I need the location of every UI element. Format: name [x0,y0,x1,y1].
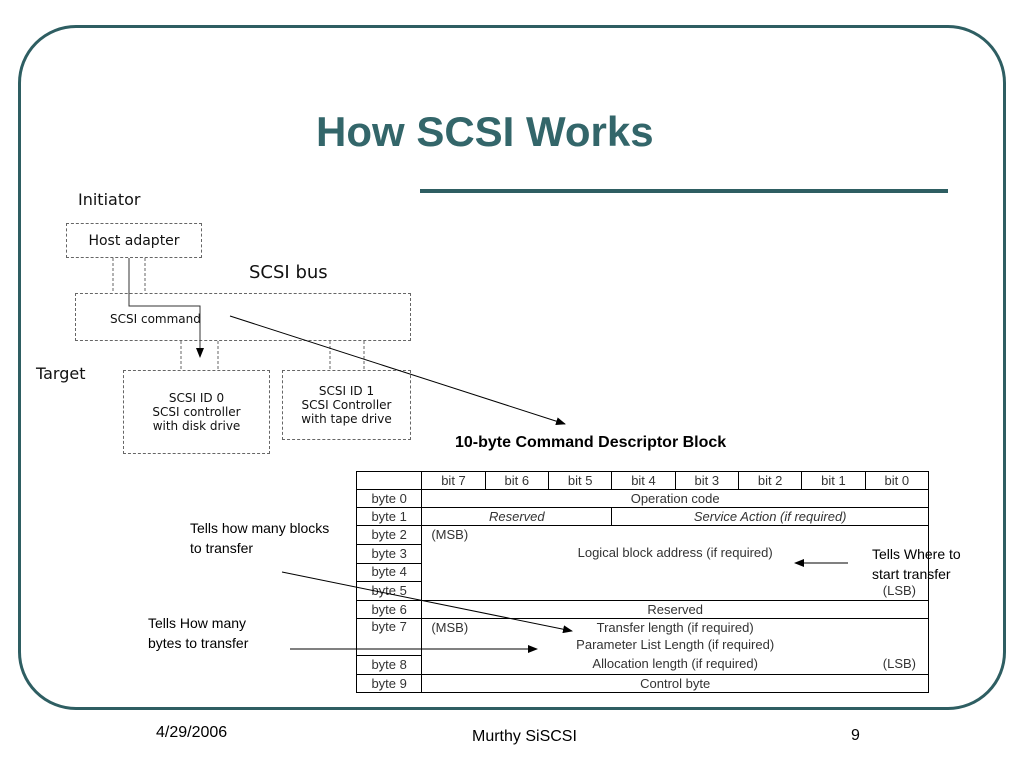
byte-label: byte 5 [355,581,423,601]
cdb-pointer-arrow [229,315,566,426]
note-blocks-line-1: Tells how many blocks [190,520,330,536]
note-bytes-line-1: Tells How many [148,615,247,631]
bit-header: bit 0 [864,471,930,490]
cdb-title: 10-byte Command Descriptor Block [455,434,727,451]
cdb-row-byte-4: byte 4 [355,562,929,583]
note-where: Tells Where to start transfer [872,544,961,584]
cdb-header-row: bit 7 bit 6 bit 5 bit 4 bit 3 bit 2 bit … [355,471,930,490]
allocation-length-label: Allocation length (if required) [592,656,758,671]
note-blocks-line-2: to transfer [190,540,254,556]
cdb-row-byte-0: byte 0 Operation code [355,489,929,508]
target-1-line-1: SCSI ID 1 [318,384,375,398]
footer-date: 4/29/2006 [156,724,228,741]
initiator-label: Initiator [78,190,141,209]
note-blocks: Tells how many blocks to transfer [190,518,329,558]
target-1-connector [329,341,365,370]
reserved-italic-cell: Reserved [421,507,613,526]
target-0-box: SCSI ID 0 SCSI controller with disk driv… [123,370,270,454]
note-where-line-2: start transfer [872,566,951,582]
slide-title: How SCSI Works [316,108,654,155]
length-msb: (MSB) [431,620,469,635]
note-bytes: Tells How many bytes to transfer [148,613,248,653]
length-lsb: (LSB) [882,656,916,671]
note-bytes-line-2: bytes to transfer [148,635,249,651]
host-adapter-box: Host adapter [66,223,202,258]
target-0-line-3: with disk drive [152,419,241,433]
blocks-arrow [281,571,573,634]
lba-lsb: (LSB) [882,583,916,598]
footer-page-number: 9 [851,727,860,744]
cdb-row-byte-5: byte 5 [355,581,929,601]
byte-label: byte 9 [355,674,423,693]
bit-header: bit 6 [484,471,549,490]
scsi-bus-label: SCSI bus [249,262,328,283]
byte-label: byte 7 [355,617,423,657]
cdb-table: bit 7 bit 6 bit 5 bit 4 bit 3 bit 2 bit … [355,471,930,693]
cdb-row-byte-9: byte 9 Control byte [355,674,929,693]
bit-header: bit 3 [674,471,739,490]
target-1-box: SCSI ID 1 SCSI Controller with tape driv… [282,370,411,440]
lba-msb: (MSB) [431,527,469,542]
target-label: Target [36,364,86,383]
scsi-command-label: SCSI command [110,312,201,326]
scsi-bus-box [75,293,411,341]
title-underline [420,189,948,193]
command-arrow [128,258,204,358]
byte-label: byte 1 [355,507,423,526]
reserved-cell: Reserved [421,600,929,619]
target-1-line-2: SCSI Controller [301,398,392,412]
lba-label: Logical block address (if required) [577,545,773,560]
note-where-line-1: Tells Where to [872,546,961,562]
target-0-line-1: SCSI ID 0 [168,391,225,405]
footer-center: Murthy SiSCSI [472,728,577,745]
target-1-line-3: with tape drive [301,412,392,426]
byte-label: byte 4 [355,562,423,583]
transfer-length-label: Transfer length (if required) [596,620,754,635]
cdb-row-byte-8: byte 8 [355,655,929,675]
byte-label: byte 2 [355,525,423,545]
byte-label: byte 8 [355,655,423,675]
target-0-line-2: SCSI controller [152,405,241,419]
operation-code-cell: Operation code [421,489,929,508]
param-list-length-label: Parameter List Length (if required) [576,637,775,652]
control-byte-cell: Control byte [421,674,929,693]
host-adapter-label: Host adapter [88,232,180,249]
cdb-row-byte-1: byte 1 Reserved Service Action (if requi… [355,507,929,526]
slide-frame [18,25,1006,710]
bit-header: bit 2 [737,471,803,490]
